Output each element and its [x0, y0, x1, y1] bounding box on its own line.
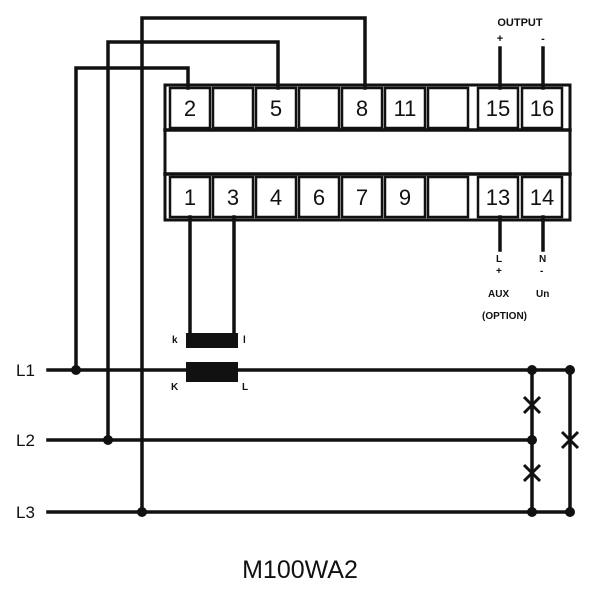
un-label: Un — [536, 289, 549, 300]
terminal-empty-cell — [297, 86, 341, 130]
terminal-16-cell — [520, 86, 564, 130]
aux-l-label: L — [496, 254, 502, 265]
cross-mark-l1-l2 — [522, 395, 542, 415]
terminal-empty-cell — [426, 175, 470, 219]
model-title: M100WA2 — [242, 556, 358, 584]
terminal-2-label: 2 — [184, 96, 196, 121]
ct-l-bottom-label: L — [242, 382, 248, 393]
terminal-5-label: 5 — [270, 96, 282, 121]
phase-label-l2: L2 — [16, 431, 35, 450]
aux-minus-sign: - — [540, 266, 543, 277]
junction-dot-inner-l3 — [527, 507, 537, 517]
current-transformer-top — [186, 333, 238, 348]
terminal-5-cell — [254, 86, 298, 130]
wire-terminal-2-to-l1 — [74, 66, 190, 372]
junction-dot-l2 — [103, 435, 113, 445]
terminal-15-cell — [476, 86, 520, 130]
terminal-7-cell — [340, 175, 384, 219]
aux-n-label: N — [539, 254, 546, 265]
junction-dot-outer-l3 — [565, 507, 575, 517]
cross-mark-l2-l3 — [522, 463, 542, 483]
terminal-1-label: 1 — [184, 185, 196, 210]
aux-plus-sign: + — [496, 266, 502, 277]
junction-dot-l3 — [137, 507, 147, 517]
current-transformer-bottom — [186, 362, 238, 382]
terminal-empty-cell — [426, 86, 470, 130]
terminal-13-label: 13 — [486, 185, 510, 210]
terminal-2-cell — [168, 86, 212, 130]
terminal-6-cell — [297, 175, 341, 219]
output-plus-sign: + — [497, 33, 503, 45]
terminal-7-label: 7 — [356, 185, 368, 210]
ct-k-top-label: k — [172, 335, 178, 346]
option-label: (OPTION) — [482, 311, 527, 322]
cross-mark-l1-l3 — [560, 430, 580, 450]
terminal-16-label: 16 — [530, 96, 554, 121]
junction-dot-inner-l1 — [527, 365, 537, 375]
terminal-14-label: 14 — [530, 185, 554, 210]
terminal-9-label: 9 — [399, 185, 411, 210]
wire-terminal-8-to-l3 — [140, 16, 367, 514]
wire-terminal-5-to-l2 — [106, 40, 280, 442]
ct-k-bottom-label: K — [171, 382, 179, 393]
top-terminal-row: 2 5 8 11 15 16 — [168, 86, 564, 130]
aux-label: AUX — [488, 289, 509, 300]
junction-dot-l1 — [71, 365, 81, 375]
phase-label-l3: L3 — [16, 503, 35, 522]
terminal-15-label: 15 — [486, 96, 510, 121]
terminal-4-label: 4 — [270, 185, 282, 210]
terminal-14-cell — [520, 175, 564, 219]
terminal-3-label: 3 — [227, 185, 239, 210]
phase-label-l1: L1 — [16, 361, 35, 380]
junction-dot-inner-l2 — [527, 435, 537, 445]
terminal-empty-cell — [211, 86, 255, 130]
terminal-8-cell — [340, 86, 384, 130]
terminal-8-label: 8 — [356, 96, 368, 121]
terminal-11-label: 11 — [394, 96, 417, 121]
terminal-6-label: 6 — [313, 185, 325, 210]
terminal-13-cell — [476, 175, 520, 219]
terminal-11-cell — [383, 86, 427, 130]
terminal-9-cell — [383, 175, 427, 219]
output-minus-sign: - — [541, 33, 545, 45]
ct-l-top-label: l — [243, 335, 246, 346]
terminal-4-cell — [254, 175, 298, 219]
junction-dot-outer-l1 — [565, 365, 575, 375]
output-label: OUTPUT — [497, 17, 543, 29]
bottom-terminal-row: 1 3 4 6 7 9 13 14 — [168, 175, 564, 219]
